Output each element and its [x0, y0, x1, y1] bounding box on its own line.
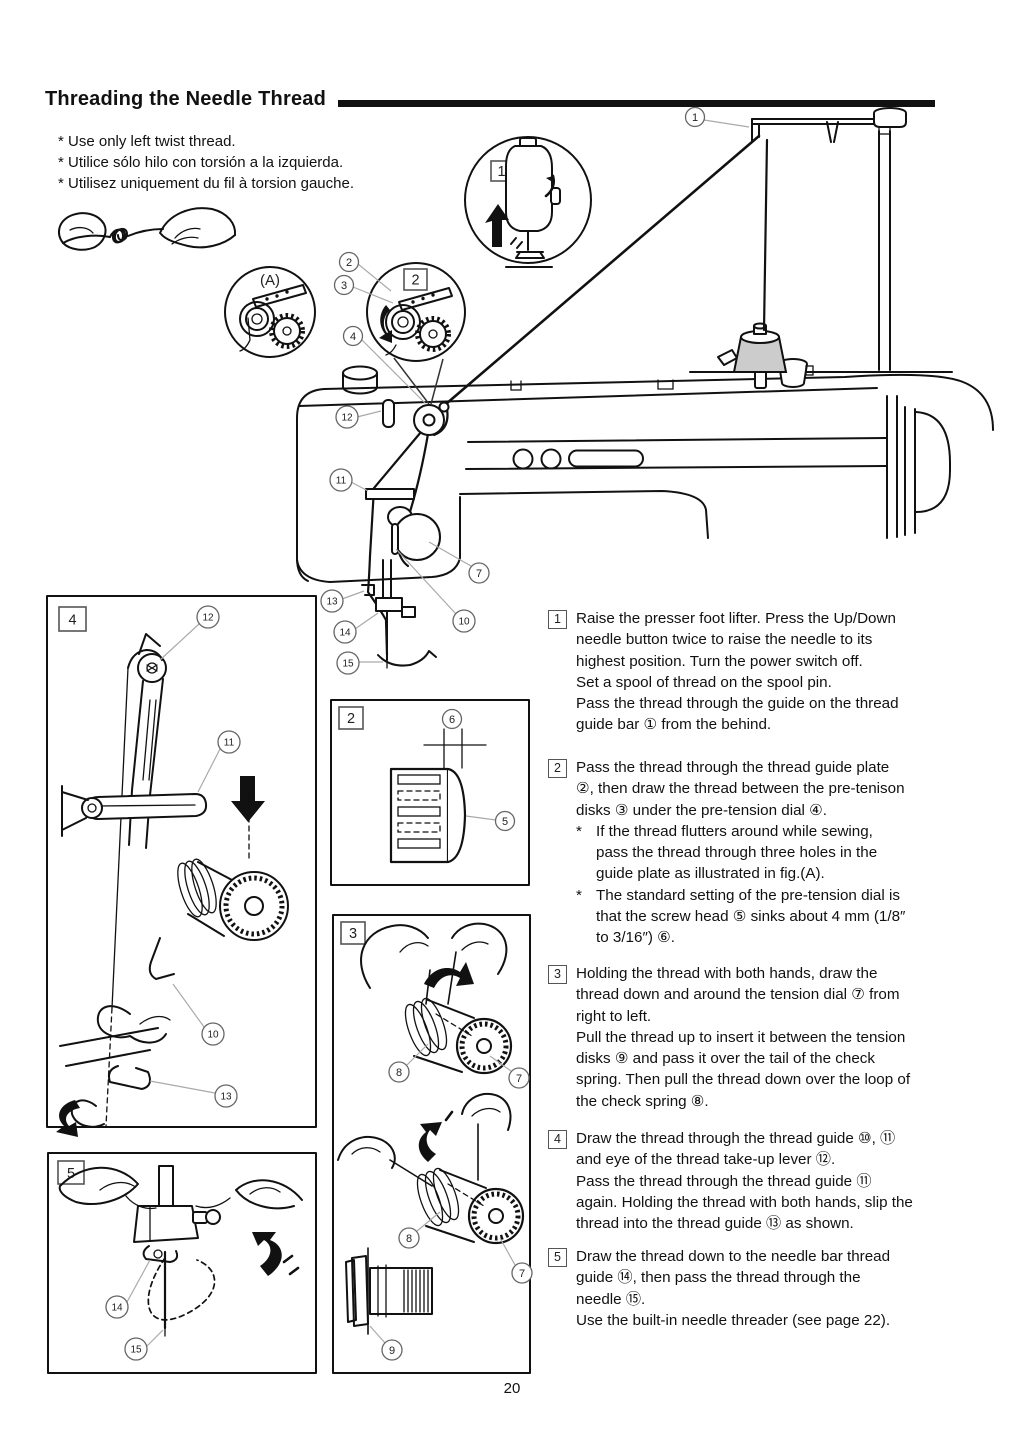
take-up-lever-drawing [56, 633, 289, 1137]
inset-1-label: 1 [497, 164, 505, 180]
sewing-machine-outline [296, 365, 994, 583]
thread-path [366, 134, 769, 657]
step-4-number: 4 [548, 1130, 567, 1149]
pretension-dial-side-view [389, 728, 487, 864]
step-3: 3 Holding the thread with both hands, dr… [548, 963, 1016, 1112]
step-1: 1 Raise the presser foot lifter. Press t… [548, 608, 1016, 736]
svg-text:2: 2 [346, 257, 352, 269]
svg-text:14: 14 [111, 1303, 123, 1314]
panel-2-label: 2 [347, 711, 355, 727]
step-3-number: 3 [548, 965, 567, 984]
svg-text:7: 7 [476, 568, 482, 580]
inset-figure-2: 2 [366, 262, 466, 405]
step-1-number: 1 [548, 610, 567, 629]
inset-figure-A: (A) [224, 266, 316, 358]
svg-text:14: 14 [339, 628, 351, 639]
step-4: 4 Draw the thread through the thread gui… [548, 1128, 1016, 1234]
svg-text:10: 10 [207, 1030, 219, 1041]
svg-text:1: 1 [692, 112, 698, 124]
panel2-callout-5: 5 [465, 810, 516, 832]
panel4-callout-10: 10 [172, 983, 225, 1046]
tension-dial-drawing-top [360, 922, 513, 1075]
panel5-callout-14: 14 [105, 1259, 151, 1319]
callout-12: 12 [335, 405, 382, 429]
panel-2-pretension-dial: 2 6 5 [330, 699, 530, 886]
svg-text:5: 5 [502, 816, 508, 828]
svg-text:10: 10 [458, 617, 470, 628]
callout-13: 13 [320, 589, 365, 613]
step-3-text: Holding the thread with both hands, draw… [576, 965, 911, 1110]
inset-A-label: (A) [260, 272, 280, 289]
svg-text:4: 4 [350, 331, 356, 343]
step-2-text: Pass the thread through the thread guide… [576, 759, 905, 819]
svg-text:6: 6 [449, 714, 455, 726]
svg-text:8: 8 [396, 1067, 402, 1079]
step-2: 2 Pass the thread through the thread gui… [548, 757, 1016, 949]
step-5-number: 5 [548, 1248, 567, 1267]
panel5-callout-15: 15 [124, 1329, 164, 1361]
svg-text:15: 15 [342, 659, 354, 670]
panel-5-label: 5 [67, 1166, 75, 1182]
panel-4-label: 4 [68, 613, 76, 629]
step-5-text: Draw the thread down to the needle bar t… [576, 1248, 891, 1329]
svg-text:7: 7 [519, 1268, 525, 1280]
needle-bar-drawing [58, 1165, 303, 1337]
machine-head-details [361, 399, 450, 669]
panel3-callout-8b: 8 [398, 1211, 441, 1249]
panel-4-thread-guides: 4 [46, 595, 317, 1137]
panel3-callout-7a: 7 [489, 1055, 530, 1089]
note-spanish: * Utilice sólo hilo con torsión a la izq… [58, 154, 344, 171]
callout-14: 14 [333, 612, 379, 644]
page-number: 20 [503, 1380, 521, 1397]
inset-figure-1-presser-lifter: 1 [464, 136, 592, 268]
inset-2-label: 2 [411, 273, 419, 289]
step-1-text: Raise the presser foot lifter. Press the… [576, 610, 899, 734]
title-rule [338, 100, 935, 107]
hands-thread-twist [57, 207, 237, 251]
svg-text:15: 15 [130, 1345, 142, 1356]
callout-2: 2 [338, 251, 392, 292]
panel-3-tension-dial: 3 [332, 914, 533, 1374]
svg-text:13: 13 [220, 1092, 232, 1103]
step-2-note-1: * If the thread flutters around while se… [576, 822, 878, 883]
panel3-callout-9: 9 [369, 1325, 403, 1361]
svg-text:11: 11 [336, 476, 347, 487]
panel3-callout-8a: 8 [388, 1043, 429, 1083]
callout-10: 10 [395, 548, 476, 633]
tension-dial-drawing-bottom [337, 1092, 525, 1245]
check-spring-side-view [345, 1247, 433, 1335]
panel3-callout-7b: 7 [499, 1237, 533, 1284]
page-title: Threading the Needle Thread [45, 88, 327, 110]
panel4-callout-12: 12 [159, 605, 220, 661]
note-french: * Utilisez uniquement du fil à torsion g… [58, 175, 355, 192]
callout-7: 7 [428, 541, 490, 584]
svg-text:11: 11 [224, 738, 235, 749]
svg-text:8: 8 [406, 1233, 412, 1245]
svg-text:9: 9 [389, 1345, 395, 1357]
note-english: * Use only left twist thread. [58, 133, 236, 150]
svg-text:12: 12 [202, 613, 214, 624]
callout-11: 11 [329, 468, 369, 492]
panel4-callout-11: 11 [197, 730, 241, 793]
callout-1: 1 [684, 106, 750, 128]
svg-text:7: 7 [516, 1073, 522, 1085]
step-2-note-2: * The standard setting of the pre-tensio… [576, 886, 906, 947]
step-2-number: 2 [548, 759, 567, 778]
panel4-callout-13: 13 [149, 1080, 238, 1108]
panel-3-label: 3 [349, 926, 357, 942]
callout-3: 3 [333, 274, 394, 304]
callout-4: 4 [342, 325, 426, 404]
svg-text:3: 3 [341, 280, 347, 292]
panel2-callout-6: 6 [441, 708, 463, 730]
callout-15: 15 [336, 651, 383, 675]
step-4-text: Draw the thread through the thread guide… [576, 1130, 913, 1233]
svg-text:13: 13 [326, 597, 338, 608]
thread-guide-bar-and-spool [717, 107, 907, 389]
panel-5-needle-threading: 5 14 15 [47, 1152, 317, 1374]
main-threading-diagram: (A) 2 1 [57, 106, 994, 675]
step-5: 5 Draw the thread down to the needle bar… [548, 1246, 1016, 1331]
svg-text:12: 12 [341, 413, 353, 424]
